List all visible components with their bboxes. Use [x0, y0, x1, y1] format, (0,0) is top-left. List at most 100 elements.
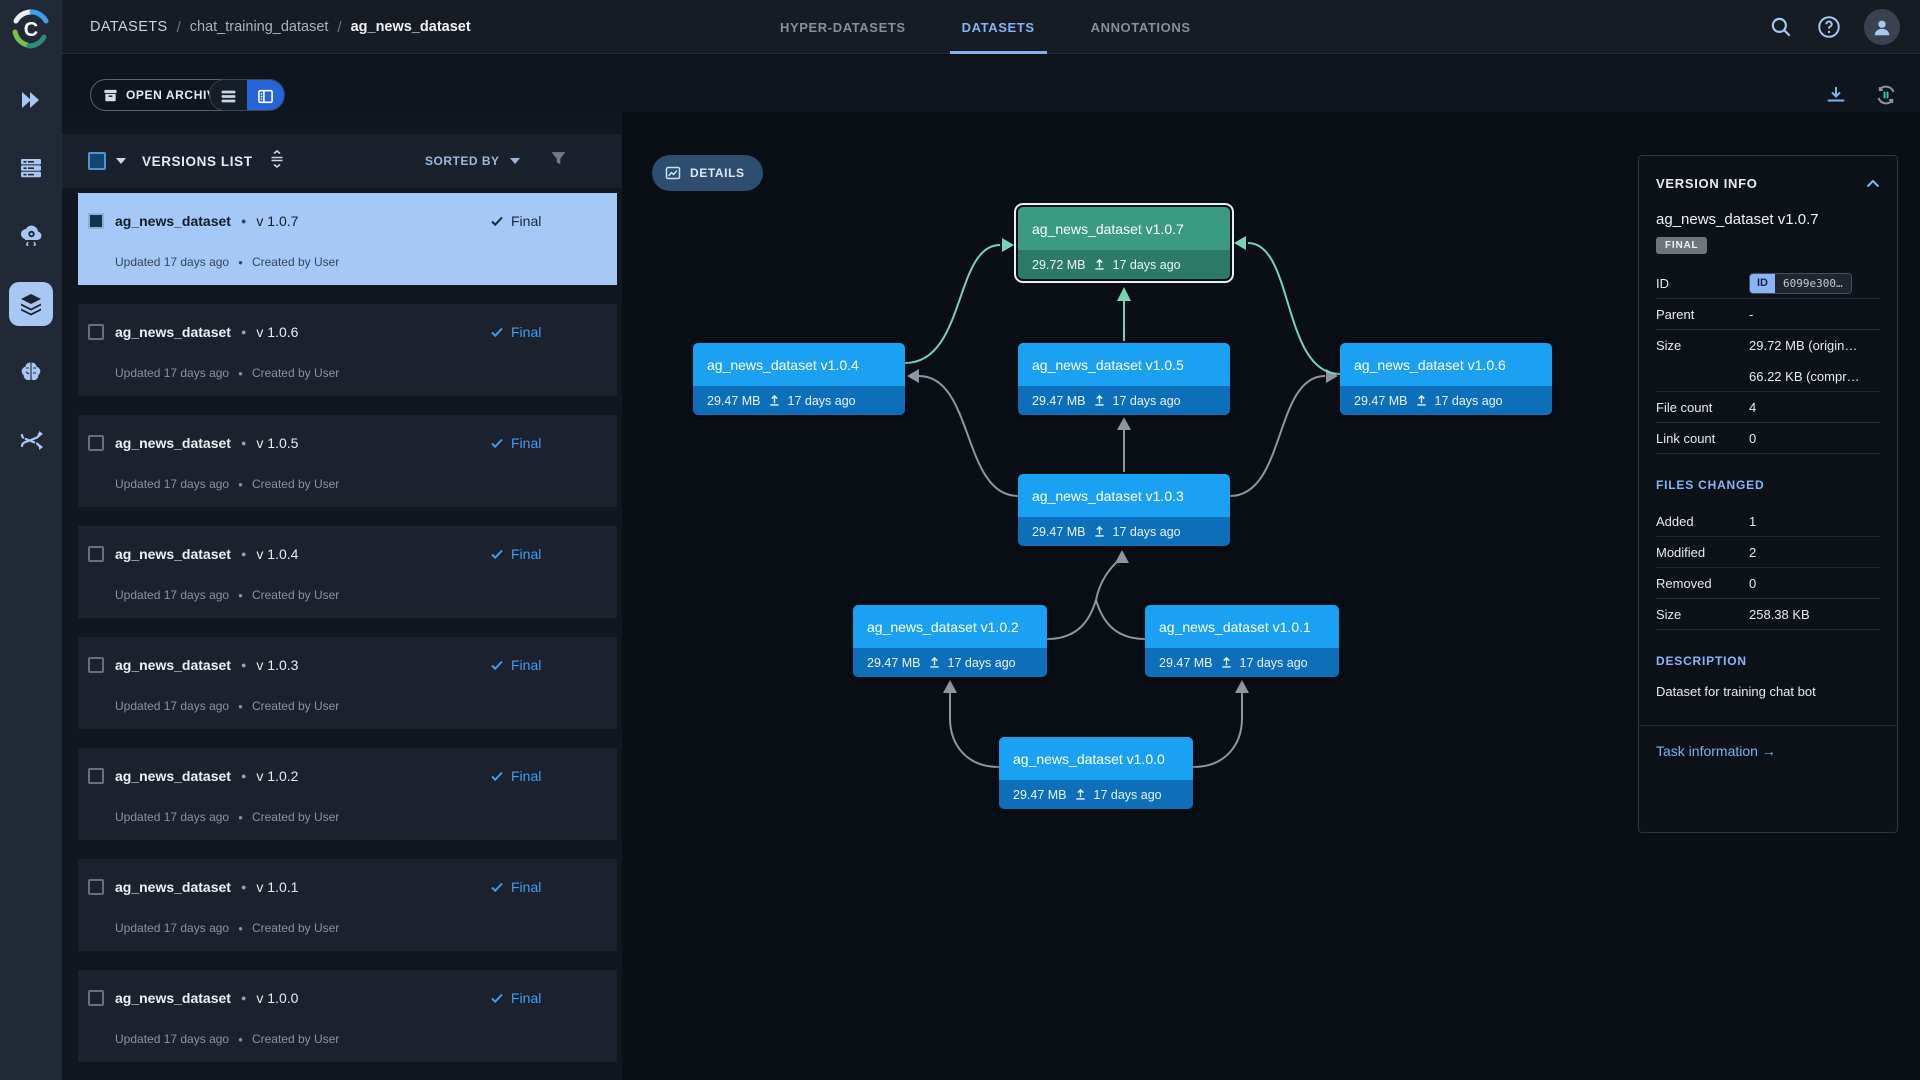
- collapse-chevron-icon[interactable]: [1866, 179, 1880, 188]
- dot-separator: ●: [240, 216, 247, 226]
- upload-icon: [1094, 525, 1104, 537]
- removed-row: Removed 0: [1656, 568, 1880, 599]
- item-version: v 1.0.0: [256, 990, 299, 1006]
- check-icon: [491, 216, 503, 227]
- graph-node[interactable]: ag_news_dataset v1.0.2 29.47 MB 17 days …: [853, 605, 1047, 677]
- item-checkbox[interactable]: [88, 768, 104, 784]
- item-version: v 1.0.3: [256, 657, 299, 673]
- version-list-item[interactable]: ag_news_dataset ● v 1.0.1 Final Updated …: [78, 859, 617, 951]
- breadcrumb-root[interactable]: DATASETS: [90, 19, 168, 35]
- user-avatar[interactable]: [1864, 9, 1900, 45]
- graph-node[interactable]: ag_news_dataset v1.0.1 29.47 MB 17 days …: [1145, 605, 1339, 677]
- id-pill[interactable]: ID 6099e300…: [1749, 272, 1852, 294]
- item-dataset-name: ag_news_dataset: [115, 990, 231, 1006]
- upload-icon: [1075, 788, 1085, 800]
- models-icon[interactable]: [9, 350, 53, 394]
- files-changed-title: FILES CHANGED: [1656, 478, 1765, 492]
- graph-node[interactable]: ag_news_dataset v1.0.3 29.47 MB 17 days …: [1018, 474, 1230, 546]
- view-toggle-group: [209, 79, 285, 111]
- id-label: ID: [1656, 275, 1669, 291]
- graph-edges: [904, 236, 1341, 768]
- sorted-by-dropdown[interactable]: SORTED BY: [425, 154, 520, 168]
- item-dataset-name: ag_news_dataset: [115, 657, 231, 673]
- version-list-item[interactable]: ag_news_dataset ● v 1.0.4 Final Updated …: [78, 526, 617, 618]
- select-dropdown-caret-icon[interactable]: [116, 158, 126, 164]
- item-dataset-name: ag_news_dataset: [115, 435, 231, 451]
- item-checkbox[interactable]: [88, 657, 104, 673]
- node-label: ag_news_dataset v1.0.2: [853, 605, 1047, 648]
- item-dataset-name: ag_news_dataset: [115, 768, 231, 784]
- tab-hyper-datasets[interactable]: HYPER-DATASETS: [780, 19, 906, 35]
- top-navigation: DATASETS / chat_training_dataset / ag_ne…: [62, 0, 1920, 54]
- help-icon[interactable]: [1816, 14, 1842, 40]
- item-checkbox[interactable]: [88, 213, 104, 229]
- item-checkbox[interactable]: [88, 879, 104, 895]
- open-archive-button[interactable]: OPEN ARCHIVE: [90, 79, 242, 111]
- version-list-item[interactable]: ag_news_dataset ● v 1.0.6 Final Updated …: [78, 304, 617, 396]
- app-sidebar: C: [0, 0, 62, 1080]
- getting-started-icon[interactable]: [9, 78, 53, 122]
- table-view-toggle[interactable]: [210, 80, 247, 110]
- select-all-checkbox[interactable]: [88, 152, 106, 170]
- breadcrumb-project[interactable]: chat_training_dataset: [189, 19, 329, 35]
- dataset-toolbar: OPEN ARCHIVE: [62, 55, 1920, 112]
- filter-icon[interactable]: [550, 150, 567, 172]
- dot-separator: ●: [240, 327, 247, 337]
- check-icon: [491, 549, 503, 560]
- auto-refresh-icon[interactable]: [1874, 83, 1898, 107]
- version-list-item[interactable]: ag_news_dataset ● v 1.0.3 Final Updated …: [78, 637, 617, 729]
- size-compressed-row: 66.22 KB (compr…: [1656, 361, 1880, 392]
- cloud-autoscaler-icon[interactable]: [9, 214, 53, 258]
- upload-icon: [1094, 258, 1104, 270]
- node-label: ag_news_dataset v1.0.3: [1018, 474, 1230, 517]
- version-info-title: VERSION INFO: [1656, 176, 1758, 191]
- versions-list-header: VERSIONS LIST SORTED BY: [62, 134, 622, 188]
- node-label: ag_news_dataset v1.0.4: [693, 343, 905, 386]
- item-checkbox[interactable]: [88, 990, 104, 1006]
- tab-annotations[interactable]: ANNOTATIONS: [1090, 19, 1191, 35]
- item-meta: Updated 17 days ago●Created by User: [115, 366, 340, 380]
- status-badge: Final: [490, 879, 541, 895]
- details-button[interactable]: DETAILS: [652, 155, 763, 191]
- node-footer: 29.47 MB 17 days ago: [853, 648, 1047, 677]
- svg-text:C: C: [24, 19, 38, 41]
- check-icon: [491, 660, 503, 671]
- item-version: v 1.0.4: [256, 546, 299, 562]
- tab-datasets[interactable]: DATASETS: [949, 0, 1047, 54]
- graph-node[interactable]: ag_news_dataset v1.0.0 29.47 MB 17 days …: [999, 737, 1193, 809]
- version-list-item[interactable]: ag_news_dataset ● v 1.0.0 Final Updated …: [78, 970, 617, 1062]
- added-row: Added 1: [1656, 506, 1880, 537]
- details-panel-icon: [665, 166, 681, 180]
- size-row: Size 29.72 MB (origin…: [1656, 338, 1858, 353]
- graph-node[interactable]: ag_news_dataset v1.0.5 29.47 MB 17 days …: [1018, 343, 1230, 415]
- dot-separator: ●: [240, 660, 247, 670]
- item-meta: Updated 17 days ago●Created by User: [115, 810, 340, 824]
- search-icon[interactable]: [1768, 14, 1794, 40]
- version-list-item[interactable]: ag_news_dataset ● v 1.0.5 Final Updated …: [78, 415, 617, 507]
- download-icon[interactable]: [1824, 83, 1848, 107]
- version-list-item[interactable]: ag_news_dataset ● v 1.0.7 Final Updated …: [78, 193, 617, 285]
- node-footer: 29.47 MB 17 days ago: [1018, 517, 1230, 546]
- node-label: ag_news_dataset v1.0.1: [1145, 605, 1339, 648]
- pipelines-icon[interactable]: [9, 418, 53, 462]
- item-meta: Updated 17 days ago●Created by User: [115, 588, 340, 602]
- clearml-logo[interactable]: C: [10, 8, 52, 50]
- status-badge: Final: [490, 546, 541, 562]
- item-checkbox[interactable]: [88, 435, 104, 451]
- item-checkbox[interactable]: [88, 546, 104, 562]
- graph-node[interactable]: ag_news_dataset v1.0.4 29.47 MB 17 days …: [693, 343, 905, 415]
- version-list-item[interactable]: ag_news_dataset ● v 1.0.2 Final Updated …: [78, 748, 617, 840]
- version-info-panel: VERSION INFO ag_news_dataset v1.0.7 FINA…: [1638, 155, 1898, 833]
- node-label: ag_news_dataset v1.0.7: [1018, 207, 1230, 250]
- row-density-icon[interactable]: [269, 149, 285, 173]
- graph-node-selected[interactable]: ag_news_dataset v1.0.7 29.72 MB 17 days …: [1014, 203, 1234, 283]
- task-information-link[interactable]: Task information →: [1656, 743, 1776, 759]
- dot-separator: ●: [240, 549, 247, 559]
- split-view-toggle[interactable]: [247, 80, 284, 110]
- datasets-icon[interactable]: [9, 282, 53, 326]
- status-badge: Final: [490, 324, 541, 340]
- workers-queues-icon[interactable]: [9, 146, 53, 190]
- graph-node[interactable]: ag_news_dataset v1.0.6 29.47 MB 17 days …: [1340, 343, 1552, 415]
- item-checkbox[interactable]: [88, 324, 104, 340]
- item-version: v 1.0.6: [256, 324, 299, 340]
